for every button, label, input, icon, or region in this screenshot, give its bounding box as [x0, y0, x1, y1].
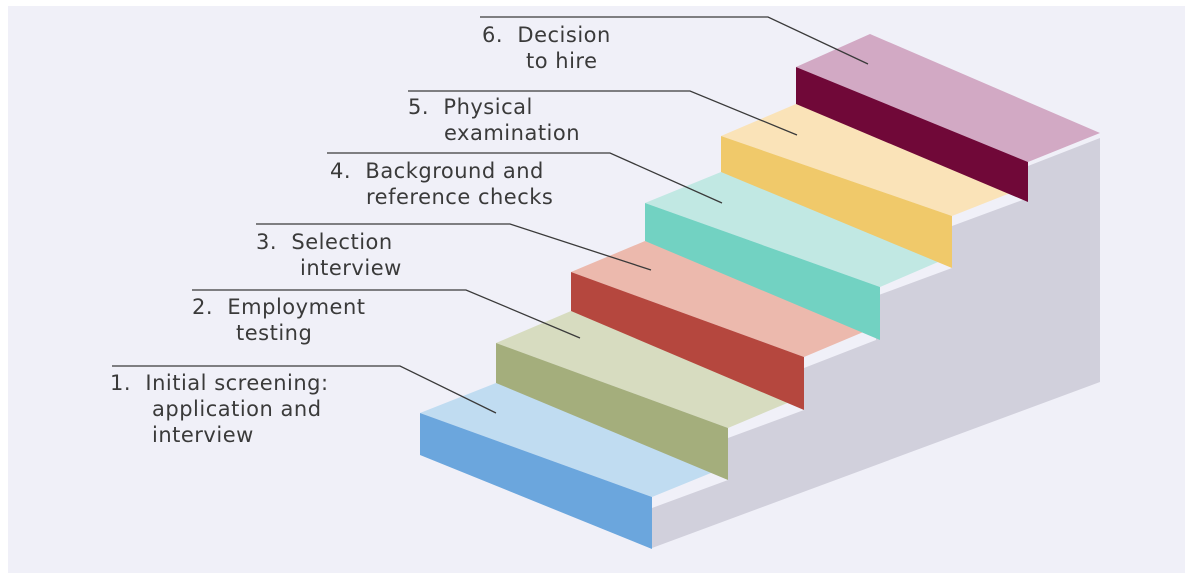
- step-6-label: 6. Decision: [482, 22, 611, 48]
- step-2-front: [496, 343, 728, 480]
- step-3-label: 3. Selection: [256, 229, 393, 255]
- step-3-front: [571, 272, 804, 410]
- step-6-text-line-2: to hire: [526, 49, 598, 73]
- step-5-text-line-1: Physical: [443, 95, 533, 119]
- step-5-front: [721, 136, 952, 268]
- step-2-top: [496, 311, 804, 428]
- step-1-top: [420, 383, 728, 497]
- step-4-front: [645, 203, 880, 340]
- step-3-text-line-2: interview: [300, 256, 402, 280]
- step-3-top: [571, 241, 880, 357]
- leader-line-step-2: [192, 289, 581, 339]
- step-6-text-line-1: Decision: [517, 23, 611, 47]
- step-6-number: 6.: [482, 23, 504, 47]
- step-3-number: 3.: [256, 230, 278, 254]
- step-6-front: [796, 67, 1028, 202]
- step-2-text-line-1: Employment: [227, 295, 366, 319]
- step-5-label: 5. Physical: [408, 94, 533, 120]
- step-1-text-line-3: interview: [152, 423, 254, 447]
- step-2-number: 2.: [192, 295, 214, 319]
- step-1-text-line-1: Initial screening:: [145, 371, 329, 395]
- step-6-top: [796, 34, 1100, 162]
- step-4-text-line-2: reference checks: [366, 185, 554, 209]
- leader-line-step-1: [112, 365, 497, 414]
- step-1-number: 1.: [110, 371, 132, 395]
- leader-line-step-3: [256, 223, 652, 271]
- step-4-text-line-1: Background and: [365, 159, 544, 183]
- step-4-label: 4. Background and: [330, 158, 544, 184]
- step-1-label: 1. Initial screening:: [110, 370, 329, 396]
- leader-line-step-6: [480, 16, 869, 65]
- step-1-front: [420, 413, 652, 549]
- leader-line-step-5: [408, 90, 798, 136]
- step-2-label: 2. Employment: [192, 294, 366, 320]
- step-4-number: 4.: [330, 159, 352, 183]
- step-2-text-line-2: testing: [236, 321, 313, 345]
- step-5-top: [721, 104, 1028, 216]
- step-5-text-line-2: examination: [444, 121, 581, 145]
- step-4-top: [645, 172, 952, 287]
- staircase-side-wall: [652, 138, 1100, 548]
- step-5-number: 5.: [408, 95, 430, 119]
- step-3-text-line-1: Selection: [291, 230, 393, 254]
- leader-line-step-4: [327, 152, 723, 204]
- step-1-text-line-2: application and: [152, 397, 322, 421]
